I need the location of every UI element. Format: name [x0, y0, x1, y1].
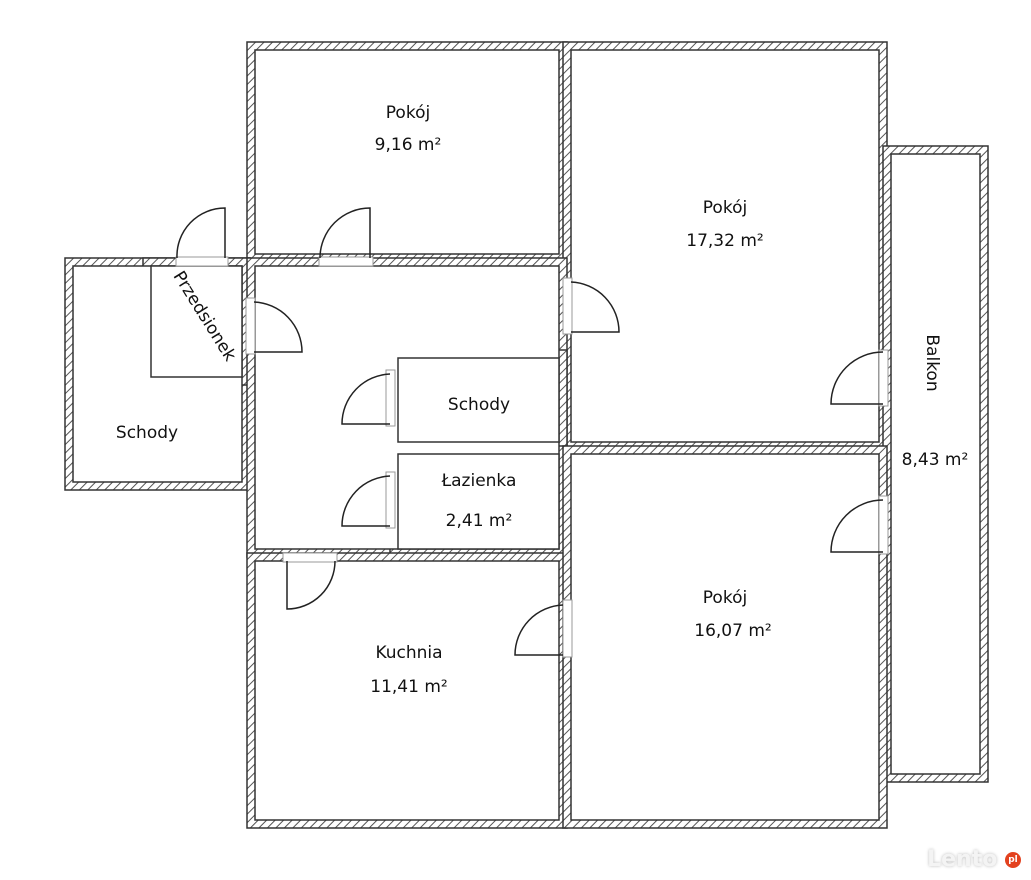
- door-kuchnia-opening: [282, 552, 338, 563]
- door-pokoj-1-swing-icon: [319, 207, 371, 259]
- doors: [175, 207, 889, 658]
- room-lazienka: [397, 453, 560, 550]
- door-kuchnia-pokoj-3-opening: [562, 599, 573, 658]
- room-pokoj-1: [254, 49, 560, 255]
- door-przedsionek-hall-swing-icon: [253, 301, 303, 353]
- door-kuchnia-pokoj-3-swing-icon: [514, 604, 564, 656]
- door-przedsionek-hall-opening: [245, 297, 256, 355]
- room-area-balkon: 8,43 m²: [902, 450, 969, 470]
- door-przedsionek-entry-opening: [175, 256, 229, 267]
- door-schody-small-swing-icon: [341, 373, 391, 425]
- room-area-pokoj-2: 17,32 m²: [686, 231, 763, 251]
- room-name-schody-left: Schody: [116, 423, 178, 443]
- door-pokoj-2: [562, 277, 620, 335]
- room-area-lazienka: 2,41 m²: [446, 511, 513, 531]
- door-przedsionek-entry: [175, 207, 229, 267]
- room-name-pokoj-3: Pokój: [703, 588, 747, 608]
- door-schody-small: [341, 369, 396, 427]
- door-balkon-1-opening: [878, 349, 889, 407]
- room-pokoj-2: [570, 49, 880, 443]
- lento-logo: Lento pl: [927, 847, 1021, 872]
- door-balkon-2-opening: [878, 495, 889, 555]
- door-balkon-1: [830, 349, 889, 407]
- door-balkon-2-swing-icon: [830, 499, 884, 553]
- room-pokoj-3: [570, 453, 880, 821]
- door-kuchnia: [282, 552, 338, 610]
- door-lazienka-opening: [385, 471, 396, 529]
- logo-badge: pl: [1005, 852, 1021, 868]
- door-kuchnia-swing-icon: [286, 560, 336, 610]
- room-kuchnia: [254, 560, 560, 821]
- door-schody-small-opening: [385, 369, 396, 427]
- door-pokoj-1-opening: [318, 256, 374, 267]
- room-name-kuchnia: Kuchnia: [375, 643, 442, 663]
- door-balkon-2: [830, 495, 889, 555]
- room-name-lazienka: Łazienka: [441, 471, 517, 491]
- door-przedsionek-entry-swing-icon: [176, 207, 226, 259]
- room-name-balkon: Balkon: [922, 334, 942, 391]
- room-schody-small: [397, 357, 560, 443]
- room-name-pokoj-2: Pokój: [703, 198, 747, 218]
- door-kuchnia-pokoj-3: [514, 599, 573, 658]
- logo-text: Lento: [927, 847, 998, 872]
- room-przedsionek: [150, 265, 243, 378]
- room-name-pokoj-1: Pokój: [386, 103, 430, 123]
- room-floors: [72, 49, 981, 821]
- room-name-schody-small: Schody: [448, 395, 510, 415]
- door-lazienka: [341, 471, 396, 529]
- door-przedsionek-hall: [245, 297, 303, 355]
- room-balkon: [890, 153, 981, 775]
- door-lazienka-swing-icon: [341, 475, 391, 527]
- room-area-pokoj-3: 16,07 m²: [694, 621, 771, 641]
- door-pokoj-1: [318, 207, 374, 267]
- door-pokoj-2-swing-icon: [570, 281, 620, 333]
- door-balkon-1-swing-icon: [830, 351, 884, 405]
- door-pokoj-2-opening: [562, 277, 573, 335]
- room-area-pokoj-1: 9,16 m²: [375, 135, 442, 155]
- room-area-kuchnia: 11,41 m²: [370, 677, 447, 697]
